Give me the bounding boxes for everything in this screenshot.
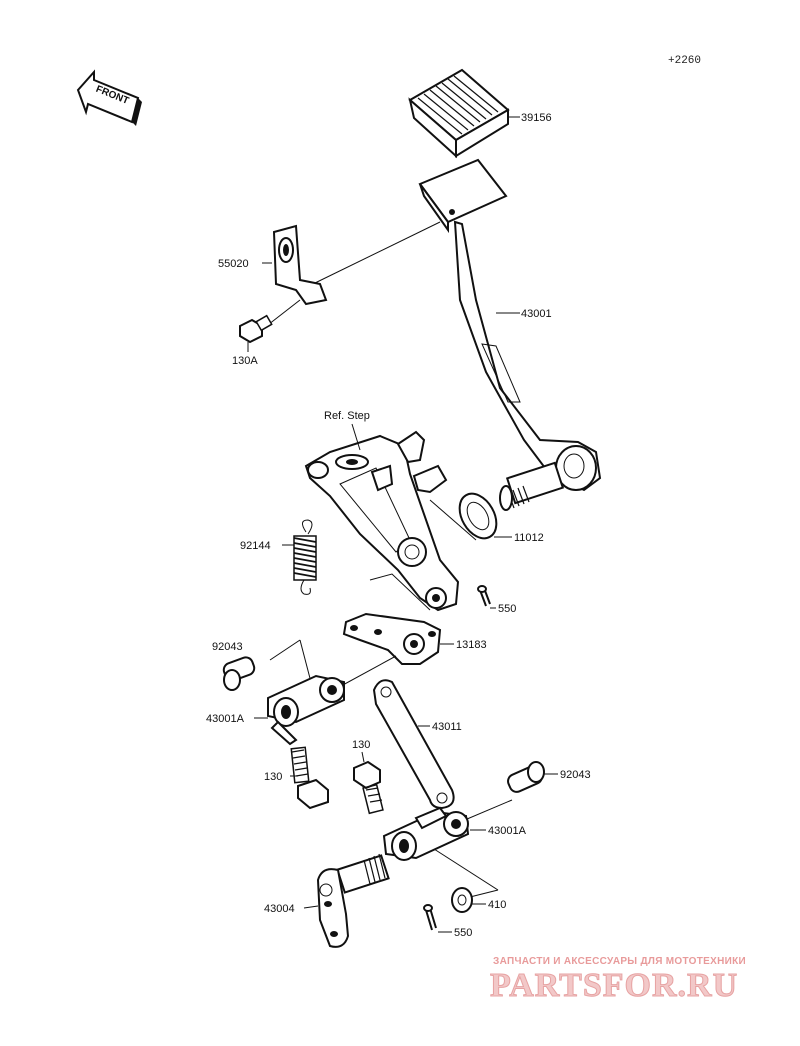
pin-92043-right <box>507 761 545 793</box>
label-92043-right: 92043 <box>560 769 591 781</box>
washer-410 <box>451 887 473 913</box>
pedal-rubber-39156 <box>408 68 510 159</box>
rod-43011 <box>372 679 455 810</box>
pin-92043-left <box>222 656 256 691</box>
label-43001: 43001 <box>521 308 552 320</box>
label-43001A-left: 43001A <box>206 713 245 725</box>
label-13183: 13183 <box>456 639 487 651</box>
watermark-tagline: ЗАПЧАСТИ И АКСЕССУАРЫ ДЛЯ МОТОТЕХНИКИ <box>493 956 746 967</box>
label-410: 410 <box>488 899 506 911</box>
label-43001A-right: 43001A <box>488 825 527 837</box>
bolt-130A <box>239 314 273 344</box>
label-550-top: 550 <box>498 603 516 615</box>
label-ref-step: Ref. Step <box>324 410 370 422</box>
label-130-left: 130 <box>264 771 282 783</box>
label-130A: 130A <box>232 355 258 367</box>
cotter-pin-550-bottom <box>423 904 437 931</box>
label-130-top: 130 <box>352 739 370 751</box>
label-43011: 43011 <box>432 721 462 733</box>
spring-92144 <box>293 519 317 595</box>
brake-pedal-43001 <box>418 158 602 511</box>
clevis-43001A-upper <box>267 674 345 746</box>
stopper-55020 <box>272 224 328 306</box>
step-bracket <box>304 430 477 612</box>
label-39156: 39156 <box>521 112 552 124</box>
bolt-130-mid <box>353 760 384 815</box>
front-arrow-icon: FRONT <box>76 69 142 126</box>
label-92144: 92144 <box>240 540 271 552</box>
label-550-bottom: 550 <box>454 927 472 939</box>
label-55020: 55020 <box>218 258 249 270</box>
clevis-43001A-lower <box>382 806 470 861</box>
bolt-130-left <box>290 746 329 810</box>
cotter-pin-550-top <box>477 585 491 607</box>
label-43004: 43004 <box>264 903 295 915</box>
label-92043-left: 92043 <box>212 641 243 653</box>
shaft-lever-43004 <box>316 853 390 948</box>
watermark-brand: PARTSFOR.RU <box>490 967 738 1004</box>
label-11012: 11012 <box>514 532 544 544</box>
lever-13183 <box>342 612 442 665</box>
washer-11012 <box>458 492 498 540</box>
diagram-code: +2260 <box>668 55 701 67</box>
